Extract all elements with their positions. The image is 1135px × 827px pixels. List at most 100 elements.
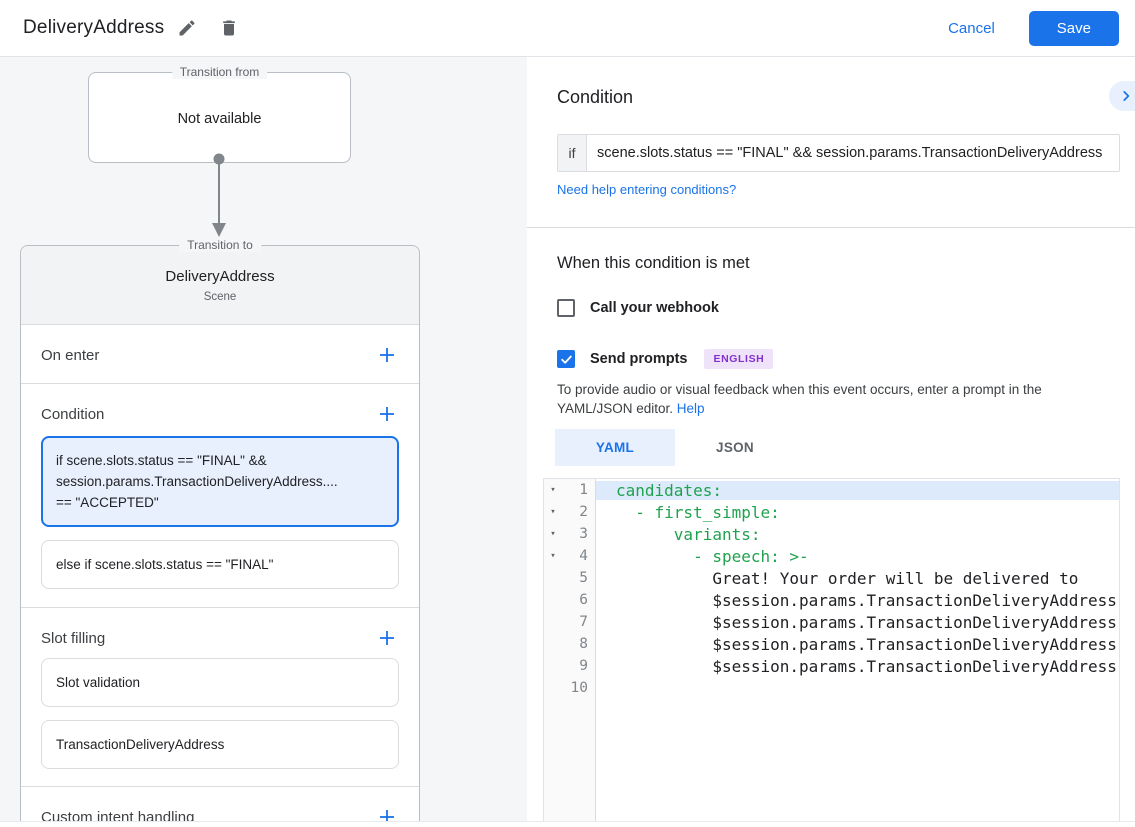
fold-triangle-icon[interactable]: ▾ [544, 551, 562, 561]
transition-arrow [199, 153, 239, 239]
code-line: 7 $session.params.TransactionDeliveryAdd… [544, 611, 1119, 633]
add-condition-button[interactable] [375, 402, 399, 426]
panel-divider [527, 227, 1135, 228]
save-button[interactable]: Save [1029, 11, 1119, 46]
line-number: 1 [562, 482, 595, 498]
slot-item-label: TransactionDeliveryAddress [56, 734, 384, 755]
line-number: 7 [562, 614, 595, 630]
fold-triangle-icon[interactable]: ▾ [544, 507, 562, 517]
editor-format-tabs: YAML JSON [555, 429, 795, 466]
slot-validation-item[interactable]: Slot validation [41, 658, 399, 707]
code-text: - speech: >- [596, 547, 1119, 566]
cancel-button[interactable]: Cancel [932, 12, 1011, 45]
call-webhook-checkbox[interactable] [557, 299, 575, 317]
pencil-icon [177, 18, 197, 38]
line-number: 2 [562, 504, 595, 520]
slot-transaction-delivery-address-item[interactable]: TransactionDeliveryAddress [41, 720, 399, 769]
code-line: 6 $session.params.TransactionDeliveryAdd… [544, 589, 1119, 611]
slot-filling-section: Slot filling Slot validation Transaction… [21, 608, 419, 787]
condition-heading: Condition [557, 87, 633, 108]
plus-icon [378, 405, 396, 423]
call-webhook-label: Call your webhook [590, 300, 719, 316]
transition-from-value: Not available [89, 111, 350, 127]
delete-scene-button[interactable] [210, 9, 248, 47]
code-line: ▾4 - speech: >- [544, 545, 1119, 567]
code-line: 8 $session.params.TransactionDeliveryAdd… [544, 633, 1119, 655]
scene-card-header: DeliveryAddress Scene [21, 246, 419, 325]
code-line: 5 Great! Your order will be delivered to [544, 567, 1119, 589]
if-prefix-label: if [558, 135, 587, 171]
when-condition-met-heading: When this condition is met [557, 254, 750, 273]
code-text: $session.params.TransactionDeliveryAddre… [596, 657, 1119, 676]
code-text: Great! Your order will be delivered to [596, 569, 1119, 588]
checkmark-icon [560, 353, 573, 366]
edit-title-button[interactable] [168, 9, 206, 47]
code-line: ▾3 variants: [544, 523, 1119, 545]
add-on-enter-button[interactable] [375, 343, 399, 367]
yaml-code-editor[interactable]: ▾1 candidates: ▾2 - first_simple: ▾3 var… [543, 478, 1120, 821]
scene-flow-canvas: Transition from Not available Transition… [0, 57, 527, 821]
code-text: $session.params.TransactionDeliveryAddre… [596, 591, 1119, 610]
condition-item-selected[interactable]: if scene.slots.status == "FINAL" && sess… [41, 436, 399, 527]
condition-line: == "ACCEPTED" [56, 492, 384, 513]
line-number: 5 [562, 570, 595, 586]
condition-line: else if scene.slots.status == "FINAL" [56, 554, 384, 575]
plus-icon [378, 629, 396, 647]
prompt-editor-hint: To provide audio or visual feedback when… [557, 380, 1112, 418]
slot-filling-label: Slot filling [41, 630, 105, 647]
transition-from-box: Transition from Not available [88, 72, 351, 163]
line-number: 6 [562, 592, 595, 608]
code-text: - first_simple: [596, 503, 1119, 522]
code-text: $session.params.TransactionDeliveryAddre… [596, 635, 1119, 654]
transition-to-legend: Transition to [179, 238, 261, 252]
condition-expression-row: if [557, 134, 1120, 172]
condition-expression-input[interactable] [587, 135, 1119, 171]
scene-name: DeliveryAddress [21, 268, 419, 285]
hint-text: To provide audio or visual feedback when… [557, 382, 1042, 416]
code-text: variants: [596, 525, 1119, 544]
language-badge: ENGLISH [704, 349, 773, 369]
condition-help-link[interactable]: Need help entering conditions? [557, 182, 736, 197]
condition-detail-panel: Condition if Need help entering conditio… [527, 57, 1135, 821]
code-text: candidates: [596, 481, 1119, 500]
chevron-right-icon [1119, 89, 1133, 103]
send-prompts-row: Send prompts ENGLISH [557, 349, 773, 369]
editor-empty-area [544, 699, 1119, 821]
tab-yaml[interactable]: YAML [555, 429, 675, 466]
line-number: 9 [562, 658, 595, 674]
add-slot-button[interactable] [375, 626, 399, 650]
on-enter-section: On enter [21, 325, 419, 384]
condition-line: session.params.TransactionDeliveryAddres… [56, 471, 384, 492]
code-line: ▾1 candidates: [544, 479, 1119, 501]
send-prompts-label: Send prompts [590, 351, 687, 367]
help-link[interactable]: Help [677, 401, 705, 416]
transition-to-card: Transition to DeliveryAddress Scene On e… [20, 245, 420, 822]
condition-section: Condition if scene.slots.status == "FINA… [21, 384, 419, 608]
condition-label: Condition [41, 406, 104, 423]
line-number: 10 [562, 680, 595, 696]
line-number: 4 [562, 548, 595, 564]
bottom-strip [0, 821, 1135, 827]
top-bar: DeliveryAddress Cancel Save [0, 0, 1135, 57]
code-line: 10 [544, 677, 1119, 699]
trash-icon [219, 18, 239, 38]
line-number: 3 [562, 526, 595, 542]
page-title: DeliveryAddress [23, 17, 164, 39]
transition-from-legend: Transition from [172, 65, 268, 79]
condition-item-else[interactable]: else if scene.slots.status == "FINAL" [41, 540, 399, 589]
send-prompts-checkbox[interactable] [557, 350, 575, 368]
code-line: ▾2 - first_simple: [544, 501, 1119, 523]
code-line: 9 $session.params.TransactionDeliveryAdd… [544, 655, 1119, 677]
call-webhook-row: Call your webhook [557, 299, 719, 317]
fold-triangle-icon[interactable]: ▾ [544, 485, 562, 495]
line-number: 8 [562, 636, 595, 652]
collapse-panel-button[interactable] [1109, 81, 1135, 111]
on-enter-label: On enter [41, 347, 99, 364]
condition-line: if scene.slots.status == "FINAL" && [56, 450, 384, 471]
scene-type: Scene [21, 291, 419, 303]
code-text: $session.params.TransactionDeliveryAddre… [596, 613, 1119, 632]
slot-item-label: Slot validation [56, 672, 384, 693]
tab-json[interactable]: JSON [675, 429, 795, 466]
plus-icon [378, 346, 396, 364]
fold-triangle-icon[interactable]: ▾ [544, 529, 562, 539]
